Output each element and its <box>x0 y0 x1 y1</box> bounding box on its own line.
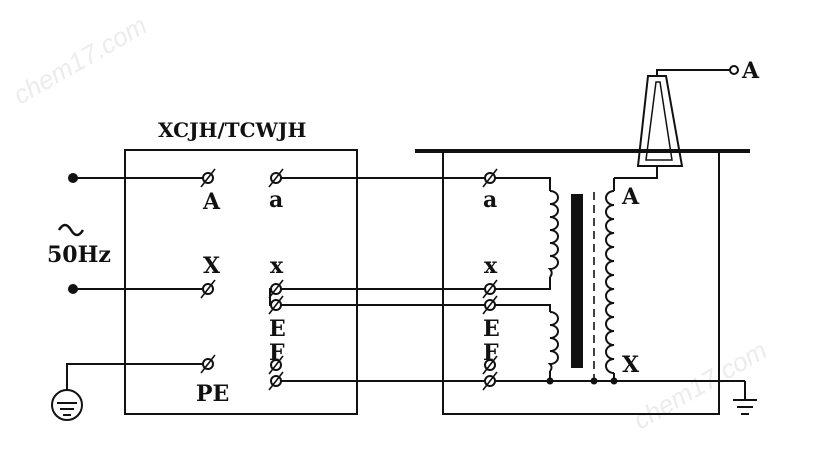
wire-x-e-link-controller <box>269 288 490 306</box>
pe-line <box>66 363 208 390</box>
controller-terminal-X: X <box>203 253 221 279</box>
measuring-coil <box>547 311 559 372</box>
transformer-tank <box>442 151 720 415</box>
iron-core <box>571 194 583 368</box>
hv-terminal-X: X <box>622 352 640 378</box>
controller-terminal-a: a <box>269 187 283 213</box>
hv-terminal-A: A <box>621 184 640 210</box>
controller-terminal-F: F <box>269 340 285 366</box>
ground-symbol-left <box>51 389 83 421</box>
controller-title: XCJH/TCWJH <box>158 118 306 142</box>
controller-box <box>124 149 358 415</box>
bushing-output-lead <box>656 69 730 76</box>
watermark-bottom-right: chem17.com <box>628 335 772 435</box>
bushing-inner-lead <box>614 166 658 179</box>
controller-terminal-A: A <box>202 189 221 215</box>
transformer-terminal-F: F <box>483 340 499 366</box>
transformer-terminal-x: x <box>484 253 498 279</box>
primary-coil <box>547 190 559 278</box>
output-terminal <box>729 65 739 75</box>
supply-node-X <box>68 284 78 294</box>
ac-symbol <box>57 223 85 237</box>
transformer-terminal-E: E <box>483 316 500 342</box>
controller-terminal-x: x <box>270 253 284 279</box>
frequency-label: 50Hz <box>47 242 111 268</box>
supply-node-A <box>68 173 78 183</box>
transformer-terminal-a: a <box>483 187 497 213</box>
bushing-output-label: A <box>741 58 760 84</box>
watermark-top-left: chem17.com <box>8 10 152 110</box>
controller-terminal-PE: PE <box>196 381 229 407</box>
ground-symbol-right <box>733 399 757 415</box>
high-voltage-coil <box>605 190 615 374</box>
controller-terminal-E: E <box>269 316 286 342</box>
